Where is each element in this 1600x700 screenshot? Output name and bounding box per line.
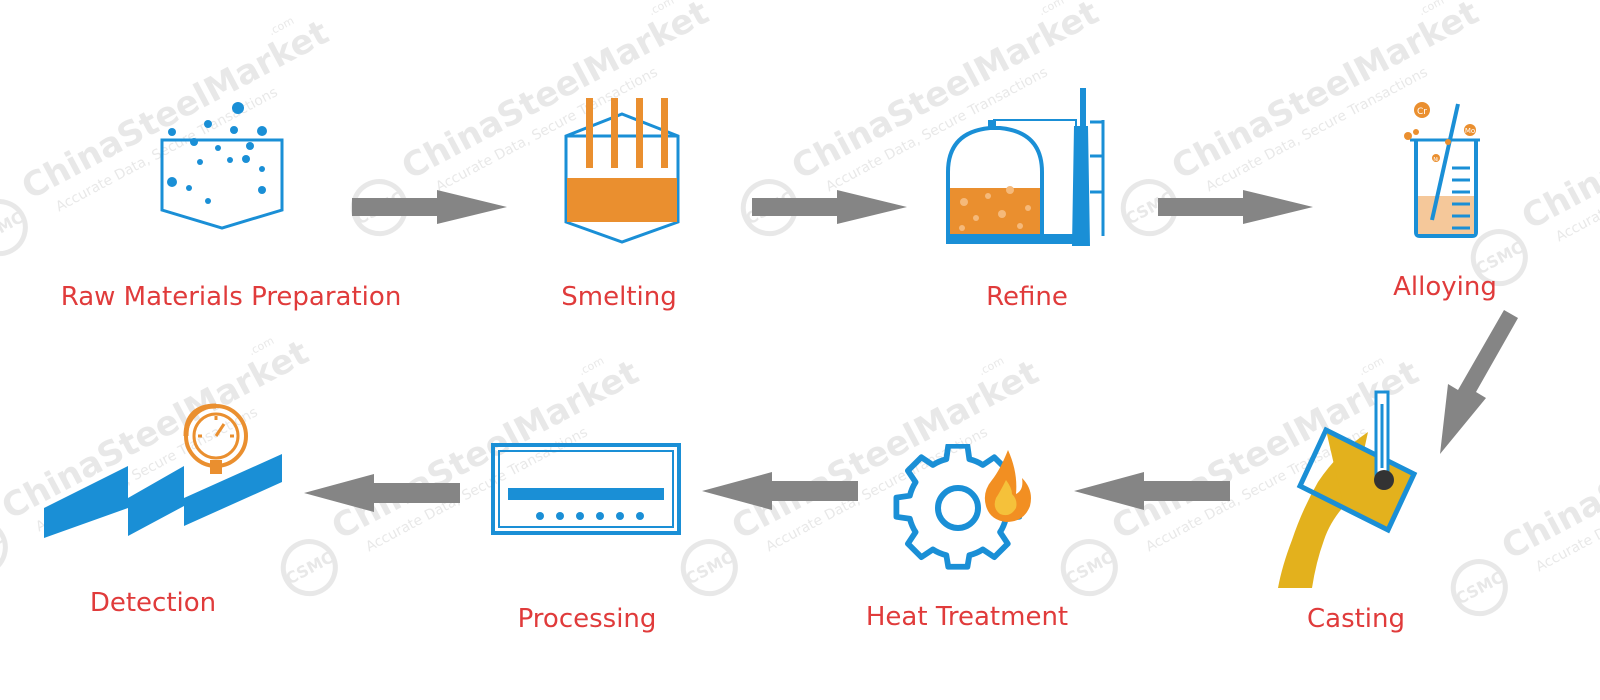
- watermark-tagline: Accurate Data, Secure Transactions: [1553, 114, 1600, 245]
- watermark-suffix: .com: [976, 354, 1006, 378]
- watermark-logo-ring: [1450, 559, 1508, 617]
- raw-materials-icon: [160, 102, 284, 230]
- pouring-ladle-icon: [1278, 390, 1418, 588]
- gear-fire-icon: [893, 444, 1031, 570]
- watermark-logo-ring: [1060, 539, 1118, 597]
- watermark-suffix: .com: [646, 0, 676, 18]
- refining-vessel-icon: [946, 88, 1105, 246]
- watermark-logo: CSMC: [682, 548, 736, 589]
- arrow-raw-to-smelting: [352, 190, 507, 224]
- watermark-logo-ring: [0, 519, 8, 577]
- processing-machine-icon: [491, 443, 681, 535]
- gauge-icon: [44, 403, 282, 538]
- beaker-icon: Cr Ni Mo: [1404, 102, 1480, 238]
- watermark-logo: CSMC: [1062, 548, 1116, 589]
- watermark-logo-ring: [680, 539, 738, 597]
- watermark-tagline: Accurate Data, Secure Transactions: [1533, 444, 1600, 575]
- watermark-logo: CSMC: [1452, 568, 1506, 609]
- watermark-suffix: .com: [246, 334, 276, 358]
- step-label-detection: Detection: [89, 588, 217, 618]
- step-label-smelting: Smelting: [561, 282, 677, 312]
- arrow-processing-to-detection: [304, 474, 460, 512]
- alloy-element-label: Mo: [1465, 127, 1475, 135]
- watermark-logo-ring: [280, 539, 338, 597]
- smelting-furnace-icon: [564, 98, 680, 244]
- watermark-logo-ring: [0, 199, 28, 257]
- watermark-brand: ChinaSteelMarket: [1515, 42, 1600, 237]
- watermark-logo: CSMC: [0, 208, 27, 249]
- watermark-suffix: .com: [1356, 354, 1386, 378]
- arrow-smelting-to-refine: [752, 190, 907, 224]
- step-label-alloying: Alloying: [1393, 272, 1497, 302]
- alloy-element-label: Cr: [1417, 107, 1427, 117]
- alloy-element-label: Ni: [1433, 157, 1438, 163]
- watermark-logo: CSMC: [0, 528, 7, 569]
- watermark-logo: CSMC: [282, 548, 336, 589]
- step-label-processing: Processing: [517, 604, 657, 634]
- arrow-heat-treatment-to-processing: [702, 472, 858, 510]
- watermark-suffix: .com: [266, 14, 296, 38]
- step-label-heat-treatment: Heat Treatment: [865, 602, 1069, 632]
- arrow-alloying-to-casting: [1440, 310, 1518, 454]
- watermark-suffix: .com: [1036, 0, 1066, 18]
- arrow-casting-to-heat-treatment: [1074, 472, 1230, 510]
- step-label-casting: Casting: [1306, 604, 1406, 634]
- step-label-refine: Refine: [986, 282, 1068, 312]
- watermark-suffix: .com: [1416, 0, 1446, 18]
- watermark-suffix: .com: [576, 354, 606, 378]
- step-label-raw-materials: Raw Materials Preparation: [60, 282, 402, 312]
- arrow-refine-to-alloying: [1158, 190, 1313, 224]
